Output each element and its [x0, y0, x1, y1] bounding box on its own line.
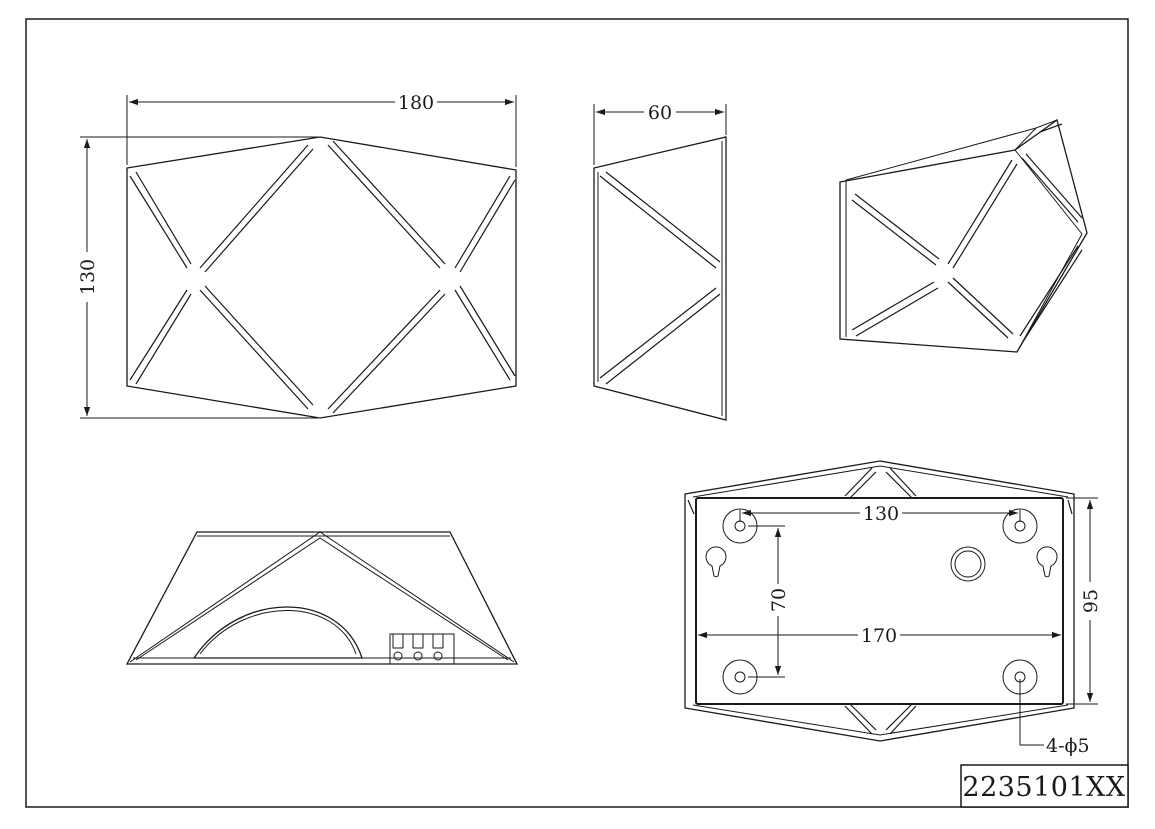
front-height-label: 130	[77, 259, 99, 295]
hole-spacing-y-label: 70	[768, 588, 790, 612]
hole-callout-label: 4-ϕ5	[1046, 735, 1090, 757]
side-slots	[599, 171, 721, 385]
isometric-view	[839, 118, 1088, 353]
front-view: 180 130	[77, 92, 517, 419]
bottom-view	[125, 531, 519, 665]
hole-spacing-x-label: 130	[863, 503, 899, 525]
part-code-box: 2235101XX	[960, 764, 1129, 808]
mounting-plate	[695, 497, 1064, 705]
cable-hole	[950, 546, 986, 582]
side-view: 60	[593, 102, 727, 421]
bracket-height-label: 95	[1080, 589, 1102, 613]
bracket-width-label: 170	[861, 625, 897, 647]
hole-callout-leader	[1019, 679, 1044, 746]
keyhole-slots	[705, 546, 1058, 578]
terminal-block	[389, 633, 455, 665]
front-slots	[129, 140, 516, 414]
iso-slots	[851, 123, 1083, 341]
back-view: 130 70 170 95 4-ϕ5	[684, 460, 1102, 757]
drawing-border	[25, 18, 1129, 808]
side-depth-label: 60	[648, 102, 672, 124]
front-width-label: 180	[398, 92, 434, 114]
part-code: 2235101XX	[962, 772, 1125, 803]
